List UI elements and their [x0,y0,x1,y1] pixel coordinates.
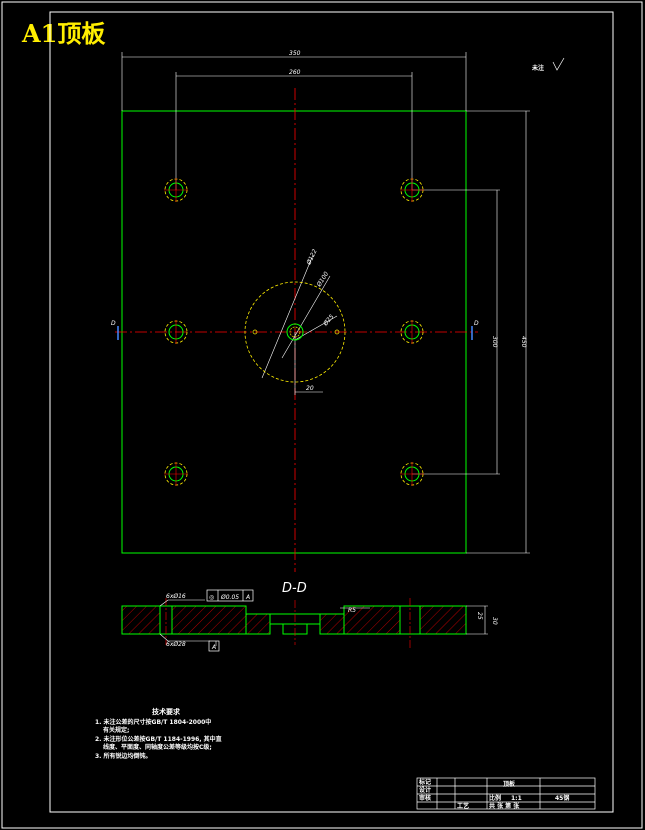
drawing-title: A1顶板 [22,19,106,48]
ring-screw-right [334,329,340,335]
plate-outline [121,110,467,554]
hole-callout-bottom: 6xØ28 [166,641,186,648]
tolerance-value: Ø0.05 [220,594,239,601]
roughness-symbol-icon [552,57,565,71]
dim-step-depth: R5 [348,607,356,614]
section-label: D-D [282,581,307,596]
bolt-hole [164,462,188,486]
bolt-hole [400,320,424,344]
dim-overall-height: 450 [520,336,527,348]
bolt-hole [400,462,424,486]
dim-center-offset: 20 [306,385,314,392]
section-mark-left: D [111,320,116,327]
bolt-holes [164,178,424,486]
title-block-scale: 1:1 [511,795,522,802]
tech-req-line: 3. 所有锐边均倒钝。 [95,752,152,760]
tech-req-line: 有关规定; [103,726,129,734]
tolerance-frame: ◎ Ø0.05 A [206,589,254,602]
svg-text:A: A [211,644,216,651]
section-mark-right: D [474,320,479,327]
center-hole [286,323,304,341]
title-block-part: 顶板 [503,780,516,788]
tech-req-line: 线度、平面度、同轴度公差等级均按C级; [103,743,212,751]
title-block [416,777,596,810]
bolt-hole [400,178,424,202]
bolt-hole [164,178,188,202]
dimension-lines [121,52,530,554]
tech-req-heading: 技术要求 [152,707,181,716]
title-block-material: 45钢 [555,794,569,802]
section-view [121,598,467,648]
finish-note: 未注 [532,64,544,72]
tech-req-line: 1. 未注公差的尺寸按GB/T 1804-2000中 [95,718,211,726]
inner-border [49,11,614,813]
title-block-cell: 设计 [419,786,431,794]
title-block-scale-label: 比例 [489,794,501,802]
hole-callout-top: 6xØ16 [166,593,186,600]
dim-overall-width: 350 [289,50,301,57]
title-block-sheet: 共 张 第 张 [489,802,520,810]
section-cut-marks [117,326,473,340]
section-leaders [159,599,488,646]
ring-screw-left [252,329,258,335]
tech-req-line: 2. 未注形位公差按GB/T 1184-1996, 其中直 [95,735,222,743]
center-hole-inner [289,326,301,338]
locating-ring [244,281,346,383]
dim-center-dia: Ø25 [322,313,336,328]
bolt-hole [164,320,188,344]
tolerance-symbol: ◎ [209,594,214,601]
title-block-cell: 标记 [418,778,431,786]
dim-hole-pitch-x: 260 [289,69,301,76]
centerlines [115,88,478,572]
title-block-cell: 工艺 [457,802,469,810]
datum-box: A [208,640,220,652]
tolerance-datum: A [245,594,250,601]
dim-section-step: 25 [476,612,483,620]
dim-locating-dia: Ø122 [305,248,319,267]
title-block-cell: 审核 [419,794,431,802]
dim-section-thickness: 30 [491,617,498,625]
dim-hole-pitch-y: 300 [491,336,498,348]
